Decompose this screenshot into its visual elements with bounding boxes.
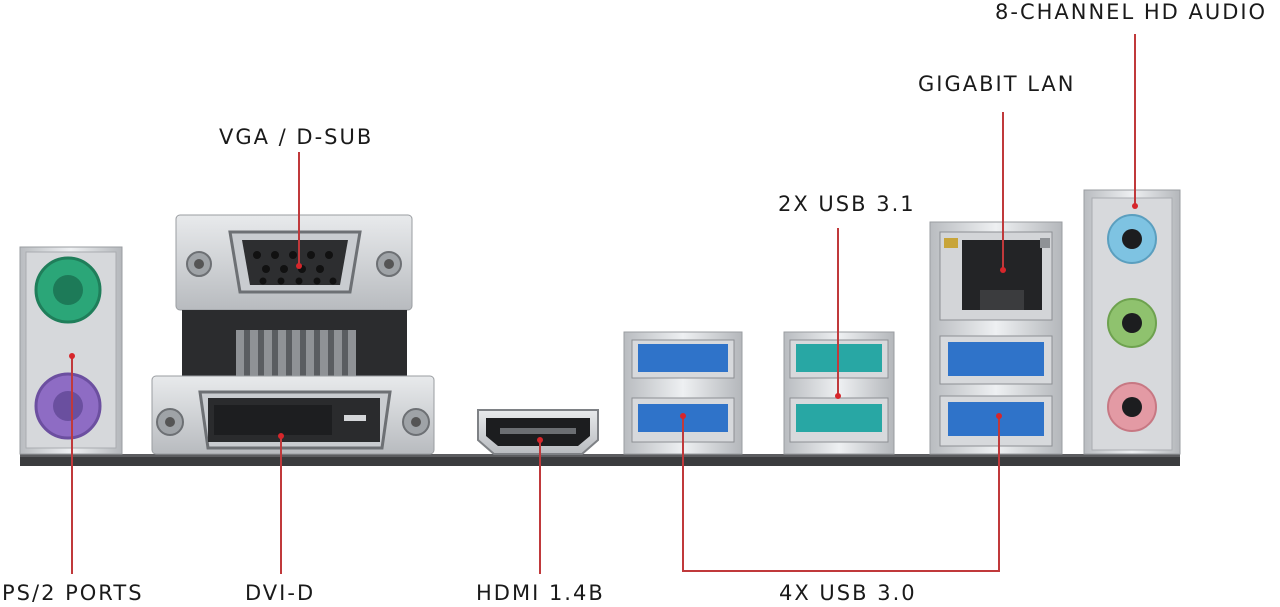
lan-usb-stack-graphic bbox=[929, 221, 1063, 455]
label-ps2: PS/2 PORTS bbox=[2, 581, 144, 605]
callout-dot-hdmi bbox=[537, 437, 543, 443]
ps2-ports-graphic bbox=[19, 246, 123, 455]
callout-line-ps2 bbox=[71, 356, 73, 574]
callout-dot-ps2 bbox=[69, 353, 75, 359]
callout-dot-audio bbox=[1132, 203, 1138, 209]
callout-line-audio bbox=[1134, 34, 1136, 206]
label-vga: VGA / D-SUB bbox=[219, 125, 374, 149]
callout-line-dvi bbox=[280, 436, 282, 574]
callout-dot-vga bbox=[296, 263, 302, 269]
callout-line-vga bbox=[298, 152, 300, 266]
label-audio: 8-CHANNEL HD AUDIO bbox=[995, 0, 1268, 24]
label-usb31: 2X USB 3.1 bbox=[778, 192, 916, 216]
callout-line-lan bbox=[1002, 112, 1004, 270]
label-dvi: DVI-D bbox=[245, 581, 316, 605]
label-hdmi: HDMI 1.4B bbox=[476, 581, 605, 605]
hdmi-port-graphic bbox=[477, 409, 599, 455]
callout-dot-dvi bbox=[278, 433, 284, 439]
callout-dot-lan bbox=[1000, 267, 1006, 273]
audio-jacks-graphic bbox=[1083, 189, 1181, 455]
callout-dot-usb30-left bbox=[680, 413, 686, 419]
callout-line-hdmi bbox=[539, 440, 541, 574]
vga-connector-graphic bbox=[175, 214, 413, 376]
callout-line-usb30-left bbox=[682, 416, 684, 572]
callout-line-usb31 bbox=[837, 228, 839, 396]
label-usb30: 4X USB 3.0 bbox=[779, 581, 917, 605]
dvi-connector-graphic bbox=[151, 375, 435, 455]
callout-line-usb30-bottom bbox=[682, 570, 1000, 572]
callout-dot-usb30-right bbox=[996, 413, 1002, 419]
callout-line-usb30-right bbox=[998, 416, 1000, 572]
label-lan: GIGABIT LAN bbox=[918, 72, 1076, 96]
callout-dot-usb31 bbox=[835, 393, 841, 399]
